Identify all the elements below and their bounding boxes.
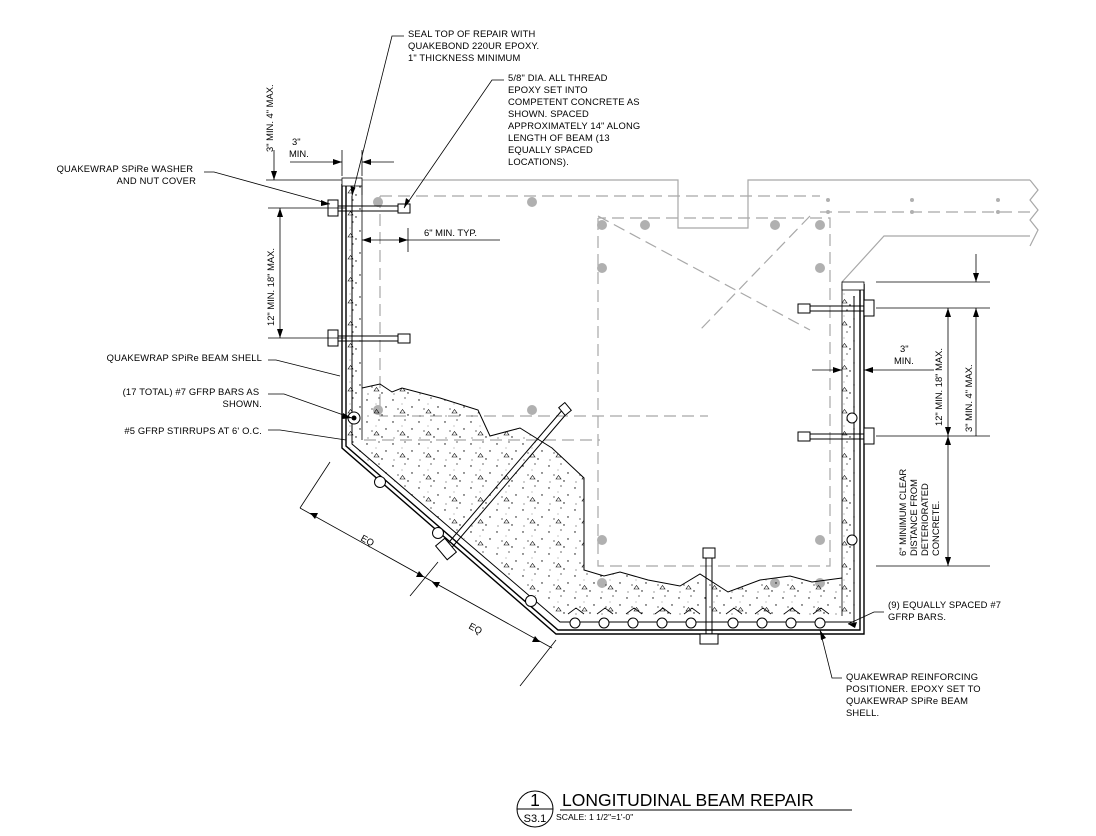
detail-number: 1: [530, 790, 540, 810]
dim-clear-distance: 6" MINIMUM CLEAR DISTANCE FROM DETERIORA…: [897, 466, 941, 556]
beam-shell: [341, 177, 865, 635]
dim-left-3in: 3" MIN.: [289, 136, 309, 159]
dimension-lines: [266, 150, 990, 687]
repair-concrete: [346, 186, 858, 616]
all-thread-anchors: [327, 199, 875, 645]
leader-lines: [204, 35, 884, 679]
title-block: 1 S3.1 LONGITUDINAL BEAM REPAIR SCALE: 1…: [516, 790, 852, 828]
note-beam-shell: QUAKEWRAP SPiRe BEAM SHELL: [107, 352, 262, 363]
dim-right-top: 3" MIN. 4" MAX.: [963, 364, 974, 432]
existing-concrete-outline: [361, 179, 1039, 588]
dim-right-3in: 3" MIN.: [894, 343, 914, 366]
note-washer: QUAKEWRAP SPiRe WASHER AND NUT COVER: [57, 163, 197, 186]
detail-title: LONGITUDINAL BEAM REPAIR: [562, 790, 814, 810]
dimension-text: 3" MIN. 4" MAX. 3" MIN. 12" MIN. 18" MAX…: [264, 84, 974, 636]
note-seal-top: SEAL TOP OF REPAIR WITH QUAKEBOND 220UR …: [408, 28, 542, 63]
dim-eq-2: EQ: [467, 620, 484, 636]
dim-right-12in: 12" MIN. 18" MAX.: [933, 348, 944, 426]
note-gfrp-bars: (17 TOTAL) #7 GFRP BARS AS SHOWN.: [123, 386, 262, 409]
note-all-thread: 5/8" DIA. ALL THREAD EPOXY SET INTO COMP…: [508, 72, 643, 167]
dim-six-min: 6" MIN. TYP.: [424, 227, 477, 238]
sheet-number: S3.1: [524, 813, 547, 825]
gfrp-bars: [347, 411, 858, 629]
note-positioner: QUAKEWRAP REINFORCING POSITIONER. EPOXY …: [846, 671, 983, 718]
detail-scale: SCALE: 1 1/2"=1'-0": [556, 812, 633, 822]
note-stirrups: #5 GFRP STIRRUPS AT 6' O.C.: [124, 425, 262, 436]
note-nine-bars: (9) EQUALLY SPACED #7 GFRP BARS.: [888, 599, 1004, 622]
dim-left-12in: 12" MIN. 18" MAX.: [265, 248, 276, 326]
dim-left-top: 3" MIN. 4" MAX.: [264, 84, 275, 152]
notes-text: SEAL TOP OF REPAIR WITH QUAKEBOND 220UR …: [57, 28, 1004, 718]
dim-eq-1: EQ: [359, 532, 376, 548]
